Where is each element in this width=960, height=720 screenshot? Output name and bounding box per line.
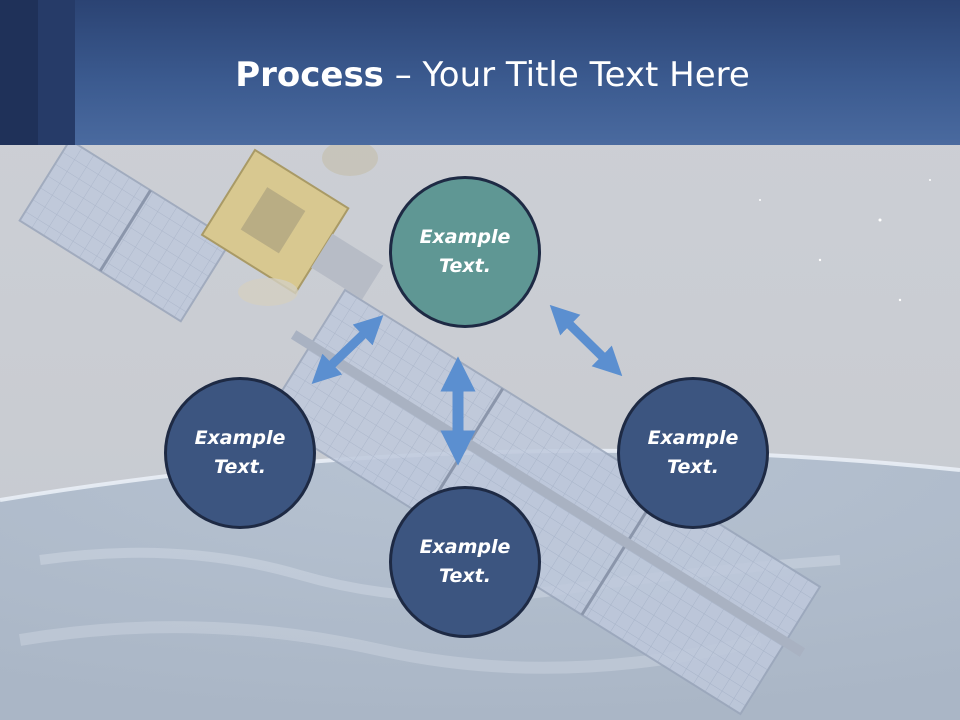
header-accent-strip	[38, 0, 75, 145]
slide-title-rest: – Your Title Text Here	[383, 55, 750, 95]
slide-title-strong: Process	[235, 55, 384, 95]
process-circle-right[interactable]: Example Text.	[617, 377, 769, 529]
header-accent-strip	[0, 0, 38, 145]
process-circle-top[interactable]: Example Text.	[389, 176, 541, 328]
slide-title[interactable]: Process – Your Title Text Here	[75, 52, 910, 98]
title-bar	[0, 0, 960, 145]
circle-text-line2: Text.	[439, 255, 491, 277]
circle-text-line1: Example	[647, 427, 739, 449]
circle-text-line1: Example	[419, 536, 511, 558]
circle-text-line1: Example	[194, 427, 286, 449]
process-circle-left[interactable]: Example Text.	[164, 377, 316, 529]
circle-text-line2: Text.	[214, 456, 266, 478]
process-circle-bottom[interactable]: Example Text.	[389, 486, 541, 638]
circle-text-line2: Text.	[667, 456, 719, 478]
circle-text-line2: Text.	[439, 565, 491, 587]
circle-text-line1: Example	[419, 226, 511, 248]
